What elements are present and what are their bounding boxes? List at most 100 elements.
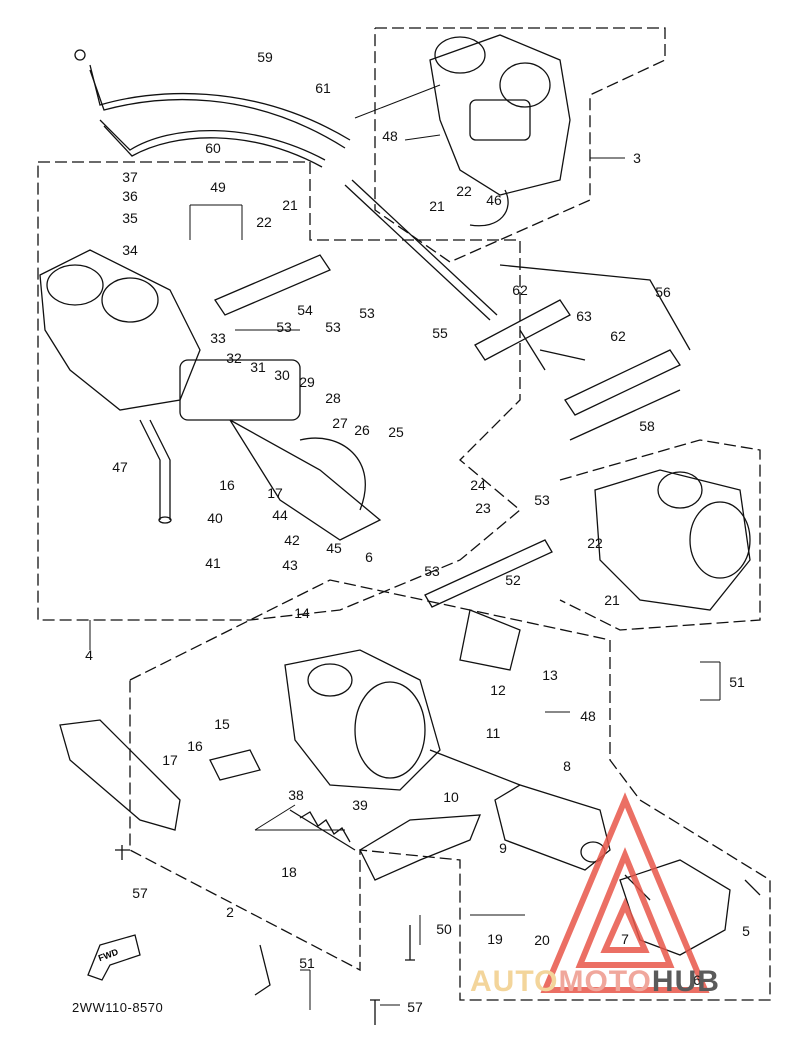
callout-45: 45	[326, 540, 342, 556]
callout-51: 51	[299, 955, 315, 971]
callout-7: 7	[621, 931, 629, 947]
dash-frame-right-carb	[559, 439, 761, 631]
callout-31: 31	[250, 359, 266, 375]
callout-61: 61	[315, 80, 331, 96]
callout-16: 16	[187, 738, 203, 754]
callout-26: 26	[354, 422, 370, 438]
callout-18: 18	[281, 864, 297, 880]
callout-10: 10	[443, 789, 459, 805]
callout-42: 42	[284, 532, 300, 548]
watermark-logo-icon	[540, 792, 710, 993]
callout-49: 49	[210, 179, 226, 195]
callout-48: 48	[382, 128, 398, 144]
callout-47: 47	[112, 459, 128, 475]
callout-12: 12	[490, 682, 506, 698]
callout-62: 62	[610, 328, 626, 344]
fwd-arrow-icon	[87, 934, 141, 981]
bracket-left	[59, 719, 261, 831]
callout-44: 44	[272, 507, 288, 523]
callout-35: 35	[122, 210, 138, 226]
callout-52: 52	[505, 572, 521, 588]
watermark-part-2: MOTO	[558, 965, 652, 998]
callout-48: 48	[580, 708, 596, 724]
callout-32: 32	[226, 350, 242, 366]
callout-15: 15	[214, 716, 230, 732]
callout-11: 11	[485, 725, 501, 741]
callout-41: 41	[205, 555, 221, 571]
callout-22: 22	[256, 214, 272, 230]
screws	[115, 845, 761, 1025]
callout-8: 8	[563, 758, 571, 774]
callout-55: 55	[432, 325, 448, 341]
callout-23: 23	[475, 500, 491, 516]
callout-29: 29	[299, 374, 315, 390]
callout-39: 39	[352, 797, 368, 813]
callout-56: 56	[655, 284, 671, 300]
bracket-10	[359, 814, 481, 881]
callout-27: 27	[332, 415, 348, 431]
callout-38: 38	[288, 787, 304, 803]
dash-frame-bottom-carb	[129, 579, 771, 1001]
fuel-pipes	[474, 264, 691, 441]
callout-30: 30	[274, 367, 290, 383]
callout-16: 16	[219, 477, 235, 493]
callout-53: 53	[424, 563, 440, 579]
cover-7	[619, 859, 731, 956]
callout-17: 17	[267, 485, 283, 501]
pipe-52	[424, 539, 553, 608]
callout-25: 25	[388, 424, 404, 440]
callout-53: 53	[359, 305, 375, 321]
callout-40: 40	[207, 510, 223, 526]
callout-53: 53	[534, 492, 550, 508]
callout-57: 57	[132, 885, 148, 901]
right-carburetor	[594, 469, 751, 611]
callout-57: 57	[407, 999, 423, 1015]
callout-13: 13	[542, 667, 558, 683]
callout-17: 17	[162, 752, 178, 768]
callout-19: 19	[487, 931, 503, 947]
watermark-part-3: HUB	[651, 965, 720, 998]
callout-9: 9	[499, 840, 507, 856]
hose-47	[139, 419, 172, 524]
callout-43: 43	[282, 557, 298, 573]
top-carburetor	[429, 34, 571, 227]
callout-53: 53	[325, 319, 341, 335]
callout-58: 58	[639, 418, 655, 434]
callout-6: 6	[693, 972, 701, 988]
callout-59: 59	[257, 49, 273, 65]
callout-21: 21	[282, 197, 298, 213]
callout-46: 46	[486, 192, 502, 208]
spring-needle	[289, 809, 356, 851]
left-carburetor	[39, 249, 382, 541]
watermark-text: AUTOMOTOHUB	[470, 965, 720, 999]
callout-5: 5	[742, 923, 750, 939]
callout-60: 60	[205, 140, 221, 156]
callout-20: 20	[534, 932, 550, 948]
callout-22: 22	[587, 535, 603, 551]
callout-2: 2	[226, 904, 234, 920]
callout-3: 3	[633, 150, 641, 166]
callout-50: 50	[436, 921, 452, 937]
callout-14: 14	[294, 605, 310, 621]
callout-28: 28	[325, 390, 341, 406]
callout-51: 51	[729, 674, 745, 690]
callout-53: 53	[276, 319, 292, 335]
dash-frame-top-carb	[374, 27, 666, 263]
dash-frame-left-carb	[37, 161, 522, 621]
linkage-rods	[214, 179, 498, 321]
callout-21: 21	[429, 198, 445, 214]
callout-22: 22	[456, 183, 472, 199]
callout-21: 21	[604, 592, 620, 608]
callout-4: 4	[85, 647, 93, 663]
diagram-code: 2WW110-8570	[72, 1000, 164, 1015]
leader-lines	[89, 84, 721, 1010]
fuel-hoses	[74, 49, 351, 168]
callout-37: 37	[122, 169, 138, 185]
callout-63: 63	[576, 308, 592, 324]
callout-34: 34	[122, 242, 138, 258]
watermark-part-1: AUTO	[470, 965, 559, 998]
callout-36: 36	[122, 188, 138, 204]
float-chamber	[429, 749, 611, 871]
callout-6: 6	[365, 549, 373, 565]
